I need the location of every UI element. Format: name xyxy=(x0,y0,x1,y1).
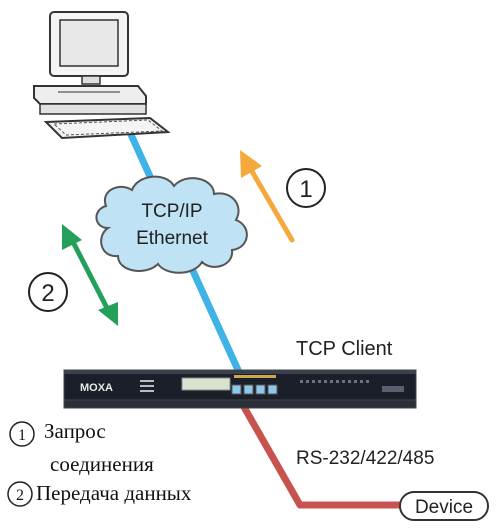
legend-item1-line1: Запрос xyxy=(44,419,106,443)
serial-label: RS-232/422/485 xyxy=(296,448,434,469)
legend-item2-circle xyxy=(7,481,33,507)
network-cloud xyxy=(95,175,248,274)
legend-item2-number: 2 xyxy=(16,487,24,504)
tcp-client-label: TCP Client xyxy=(296,338,393,360)
step1-circle xyxy=(286,168,326,208)
step2-circle xyxy=(28,272,68,312)
legend-item1-number: 1 xyxy=(18,427,26,444)
computer-icon xyxy=(33,11,171,140)
device-box xyxy=(399,491,489,521)
legend-item2-text: Передача данных xyxy=(36,481,192,505)
data-transfer-arrow xyxy=(62,224,118,326)
serial-line xyxy=(236,398,402,509)
cloud-label-line1: TCP/IP xyxy=(141,201,202,222)
step1-number: 1 xyxy=(299,176,312,203)
cloud-label-line2: Ethernet xyxy=(136,228,209,249)
legend-item1-line2: соединения xyxy=(50,452,154,476)
server-brand: MOXA xyxy=(80,382,113,394)
device-label: Device xyxy=(415,497,473,518)
request-arrow xyxy=(240,150,295,243)
device-server: MOXA xyxy=(63,369,417,409)
step2-number: 2 xyxy=(41,280,54,307)
legend-item1-circle xyxy=(9,421,35,447)
